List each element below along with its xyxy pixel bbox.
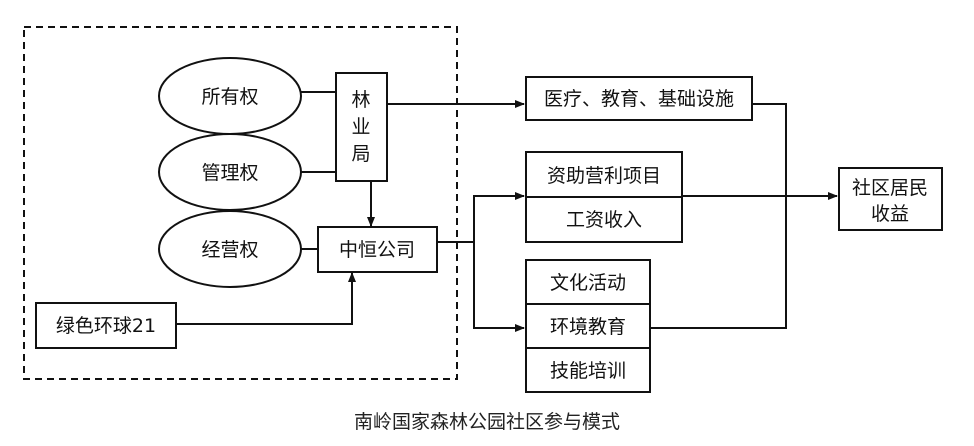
diagram-caption: 南岭国家森林公园社区参与模式	[354, 411, 620, 433]
dashed-boundary	[23, 26, 458, 380]
zhongheng-company-node: 中恒公司	[317, 226, 438, 273]
company-to-social-arrow	[473, 242, 525, 332]
forestry-bureau-char-1: 林	[351, 89, 370, 111]
zhongheng-company-label: 中恒公司	[339, 239, 415, 261]
infrastructure-node: 医疗、教育、基础设施	[525, 76, 753, 121]
forestry-bureau-char-2: 业	[351, 116, 370, 138]
skills-training-label: 技能培训	[550, 360, 626, 382]
operation-label: 经营权	[201, 239, 258, 261]
greenglobe-to-company-arrow	[176, 272, 356, 325]
community-income-node: 社区居民 收益	[838, 167, 943, 231]
company-to-funding-arrow	[473, 192, 525, 242]
ownership-label: 所有权	[201, 86, 258, 108]
green-globe-label: 绿色环球21	[56, 315, 156, 337]
forestry-bureau-char-3: 局	[351, 143, 370, 165]
forestry-bureau-node: 林 业 局	[335, 72, 388, 182]
funding-group-node: 资助营利项目 工资收入	[525, 151, 683, 243]
wage-income-label: 工资收入	[566, 209, 642, 231]
management-label: 管理权	[201, 162, 258, 184]
management-node: 管理权	[158, 133, 302, 211]
environment-education-label: 环境教育	[550, 316, 626, 338]
community-income-line-2: 收益	[871, 203, 909, 225]
infrastructure-to-income-line	[752, 103, 787, 196]
infrastructure-label: 医疗、教育、基础设施	[544, 88, 734, 110]
community-income-line-1: 社区居民	[852, 177, 928, 199]
green-globe-node: 绿色环球21	[35, 302, 177, 349]
ownership-node: 所有权	[158, 57, 302, 135]
operation-node: 经营权	[158, 210, 302, 288]
social-to-income-line	[650, 196, 787, 329]
funding-projects-label: 资助营利项目	[547, 165, 661, 187]
social-programs-node: 文化活动 环境教育 技能培训	[525, 259, 651, 393]
culture-activities-label: 文化活动	[550, 272, 626, 294]
